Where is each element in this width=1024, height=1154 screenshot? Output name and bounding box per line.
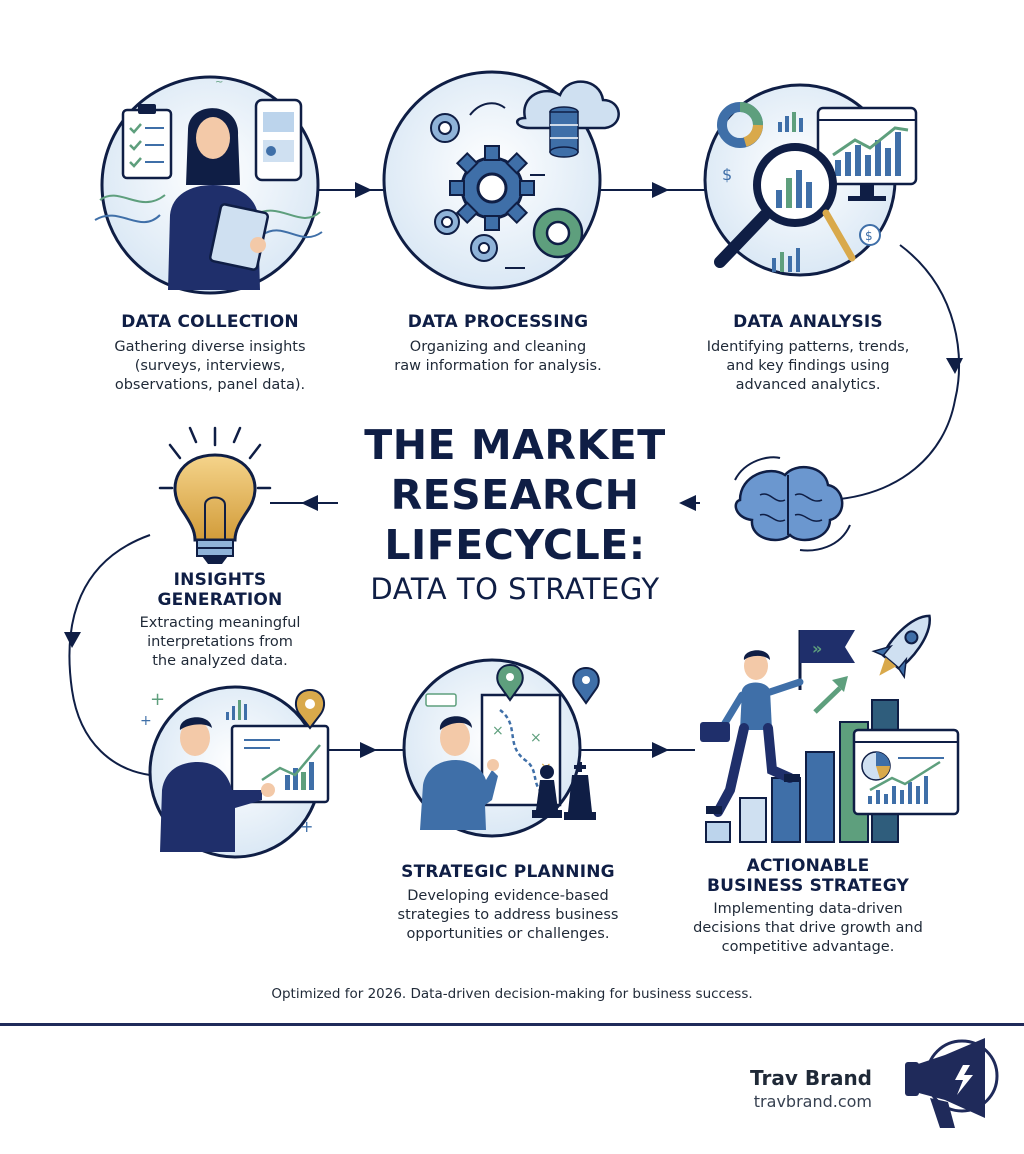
desc-line: Identifying patterns, trends, [706, 339, 910, 355]
desc-line: the analyzed data. [152, 653, 288, 669]
heading-line: BUSINESS STRATEGY [706, 876, 910, 896]
stage-heading-data-analysis: DATA ANALYSIS [733, 312, 883, 332]
arrow-down-icon [64, 632, 81, 648]
dollar-coin-icon [859, 224, 881, 246]
desc-line: interpretations from [147, 634, 293, 650]
desc-line: Developing evidence-based [407, 888, 609, 904]
arrow-right-icon [652, 182, 669, 198]
magnifier-chart-icon: $ $ [703, 83, 918, 277]
desc-line: Gathering diverse insights [114, 339, 306, 355]
dollar-icon: $ [722, 165, 732, 184]
desc-line: competitive advantage. [721, 939, 895, 955]
lightbulb-icon [158, 426, 272, 564]
arrow-right-icon [360, 742, 377, 758]
desc-line: raw information for analysis. [394, 358, 602, 374]
stage-heading-strategic-planning: STRATEGIC PLANNING [401, 862, 615, 882]
connector-arrows [64, 182, 963, 758]
stage-desc-data-collection: Gathering diverse insights (surveys, int… [70, 338, 350, 395]
title-line: THE MARKET [364, 421, 666, 469]
stage-desc-strategic-planning: Developing evidence-based strategies to … [368, 887, 648, 944]
stage-desc-insights-generation: Extracting meaningful interpretations fr… [90, 614, 350, 671]
plus-icon: + [140, 713, 152, 729]
heading-line: GENERATION [157, 590, 283, 610]
desc-line: observations, panel data). [114, 377, 306, 393]
stage-desc-data-processing: Organizing and cleaning raw information … [358, 338, 638, 376]
svg-text:$: $ [865, 229, 873, 243]
heading-line: INSIGHTS [173, 570, 267, 590]
svg-text:»: » [812, 639, 822, 658]
title-line: RESEARCH [390, 471, 640, 519]
stage-heading-data-processing: DATA PROCESSING [407, 312, 589, 332]
brand-name: Trav Brand [750, 1066, 872, 1090]
brain-icon [734, 456, 851, 552]
arrow-right-icon [355, 182, 372, 198]
stage-heading-actionable-business-strategy: ACTIONABLE BUSINESS STRATEGY [678, 856, 938, 896]
presenter-chart-icon: + + + [140, 685, 330, 859]
stage-desc-data-analysis: Identifying patterns, trends, and key fi… [668, 338, 948, 395]
desc-line: opportunities or challenges. [406, 926, 610, 942]
climber-flag-rocket-icon: » [700, 614, 960, 843]
heading-line: ACTIONABLE [746, 856, 870, 876]
desc-line: (surveys, interviews, [134, 358, 286, 374]
arrow-left-icon [679, 495, 696, 511]
sparkle-icon: ~ [215, 77, 223, 88]
desc-line: Organizing and cleaning [409, 339, 587, 355]
planner-chess-map-icon: × × × [402, 658, 600, 838]
desc-line: Implementing data-driven [713, 901, 903, 917]
stage-heading-data-collection: DATA COLLECTION [121, 312, 299, 332]
megaphone-icon [905, 1038, 999, 1128]
brand-url[interactable]: travbrand.com [753, 1092, 872, 1111]
arrow-left-icon [301, 495, 318, 511]
desc-line: advanced analytics. [735, 377, 881, 393]
researcher-clipboard-icon [94, 75, 323, 295]
title-line: LIFECYCLE: [384, 521, 646, 569]
desc-line: Extracting meaningful [139, 615, 301, 631]
stage-desc-actionable-business-strategy: Implementing data-driven decisions that … [668, 900, 948, 957]
footer-divider [0, 1023, 1024, 1026]
arrow-right-icon [652, 742, 669, 758]
desc-line: and key findings using [726, 358, 890, 374]
plus-icon: + [150, 689, 165, 710]
svg-text:×: × [530, 730, 542, 746]
plus-icon: + [300, 817, 313, 836]
gears-database-icon [382, 70, 620, 290]
desc-line: decisions that drive growth and [693, 920, 923, 936]
svg-text:×: × [492, 723, 504, 739]
arrow-down-icon [946, 358, 963, 374]
page-subtitle: DATA TO STRATEGY [370, 572, 660, 606]
page-title: THE MARKET RESEARCH LIFECYCLE: [330, 420, 700, 570]
footnote: Optimized for 2026. Data-driven decision… [271, 986, 753, 1002]
desc-line: strategies to address business [397, 907, 619, 923]
stage-heading-insights-generation: INSIGHTS GENERATION [100, 570, 340, 610]
